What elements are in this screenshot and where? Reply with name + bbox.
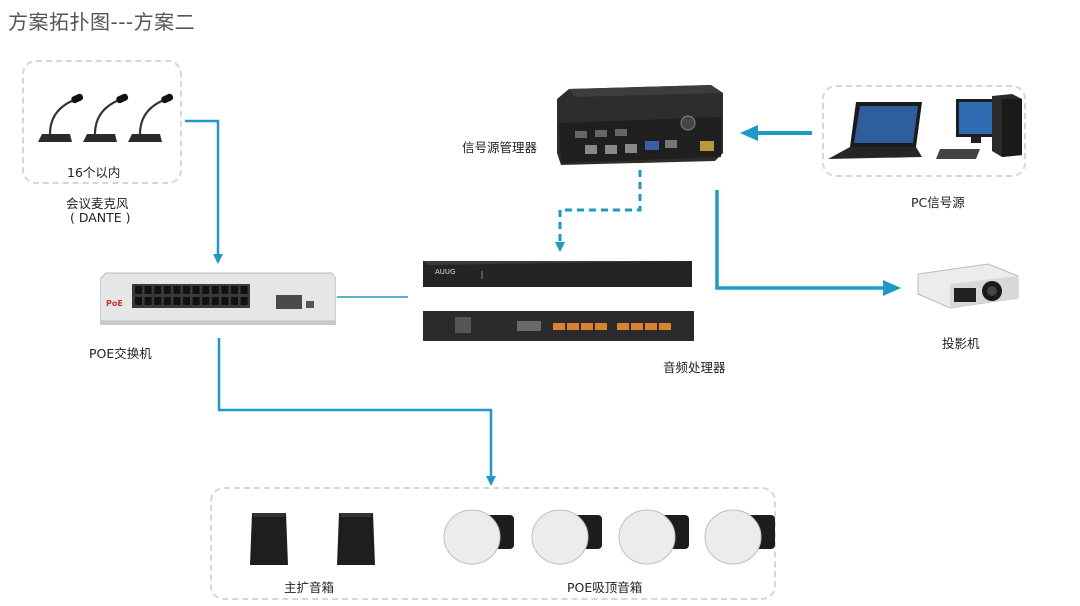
poe-switch-device: PoE bbox=[99, 271, 337, 326]
pc-source-group-box bbox=[822, 85, 1026, 177]
projector-label: 投影机 bbox=[942, 336, 980, 351]
microphone-unit-2 bbox=[83, 93, 129, 142]
switch-port bbox=[135, 286, 142, 294]
link-mic-to-switch bbox=[185, 119, 223, 264]
switch-port bbox=[221, 297, 229, 305]
pc-source-label: PC信号源 bbox=[911, 195, 965, 210]
mic-name-label: 会议麦克风 bbox=[66, 196, 129, 211]
switch-port bbox=[240, 297, 248, 305]
switch-port bbox=[183, 297, 190, 305]
diagram-title: 方案拓扑图---方案二 bbox=[8, 10, 196, 34]
switch-port bbox=[211, 297, 219, 305]
switch-port bbox=[192, 286, 200, 294]
switch-port bbox=[173, 297, 181, 305]
switch-port bbox=[144, 286, 152, 294]
main-speaker-right-icon bbox=[337, 513, 375, 565]
link-manager-to-processor bbox=[555, 170, 642, 252]
audio-processor-label: 音频处理器 bbox=[663, 360, 726, 375]
poe-ceiling-speaker-label: POE吸顶音箱 bbox=[567, 580, 643, 595]
desktop-pc-icon bbox=[936, 94, 1022, 159]
link-manager-to-projector bbox=[715, 190, 901, 296]
main-speaker-left-icon bbox=[250, 513, 288, 565]
ceiling-speaker-3-icon bbox=[618, 509, 689, 565]
switch-port bbox=[202, 286, 210, 294]
main-speaker-label: 主扩音箱 bbox=[284, 580, 335, 595]
ceiling-speaker-4-icon bbox=[704, 509, 775, 565]
mic-count-label: 16个以内 bbox=[67, 165, 121, 180]
switch-port bbox=[231, 286, 238, 294]
switch-port bbox=[144, 297, 152, 305]
switch-port bbox=[163, 297, 171, 305]
ceiling-speaker-1-icon bbox=[443, 509, 514, 565]
switch-brand-logo: PoE bbox=[106, 299, 123, 308]
projector-icon bbox=[917, 263, 1019, 309]
processor-brand-logo: AUUG bbox=[435, 268, 456, 276]
switch-port bbox=[231, 297, 238, 305]
switch-port bbox=[173, 286, 181, 294]
signal-manager-device bbox=[557, 85, 723, 165]
switch-port bbox=[221, 286, 229, 294]
switch-port bbox=[202, 297, 210, 305]
ceiling-speaker-2-icon bbox=[531, 509, 602, 565]
link-switch-to-speakers bbox=[217, 338, 496, 486]
mic-sub-label: ( DANTE ) bbox=[70, 210, 131, 225]
switch-port bbox=[183, 286, 190, 294]
audio-processor-device: AUUG bbox=[421, 261, 694, 343]
switch-port bbox=[154, 286, 162, 294]
switch-port bbox=[135, 297, 142, 305]
conference-microphone-icon bbox=[38, 93, 174, 142]
switch-port bbox=[163, 286, 171, 294]
switch-port bbox=[240, 286, 248, 294]
microphone-unit-1 bbox=[38, 93, 84, 142]
microphone-group-box bbox=[22, 60, 182, 184]
switch-ports bbox=[132, 284, 250, 308]
switch-port bbox=[192, 297, 200, 305]
switch-port bbox=[154, 297, 162, 305]
signal-manager-label: 信号源管理器 bbox=[462, 140, 538, 155]
laptop-icon bbox=[828, 102, 922, 159]
processor-orange-connectors bbox=[553, 323, 671, 330]
switch-port bbox=[211, 286, 219, 294]
microphone-unit-3 bbox=[128, 93, 174, 142]
poe-switch-label: POE交换机 bbox=[89, 346, 152, 361]
